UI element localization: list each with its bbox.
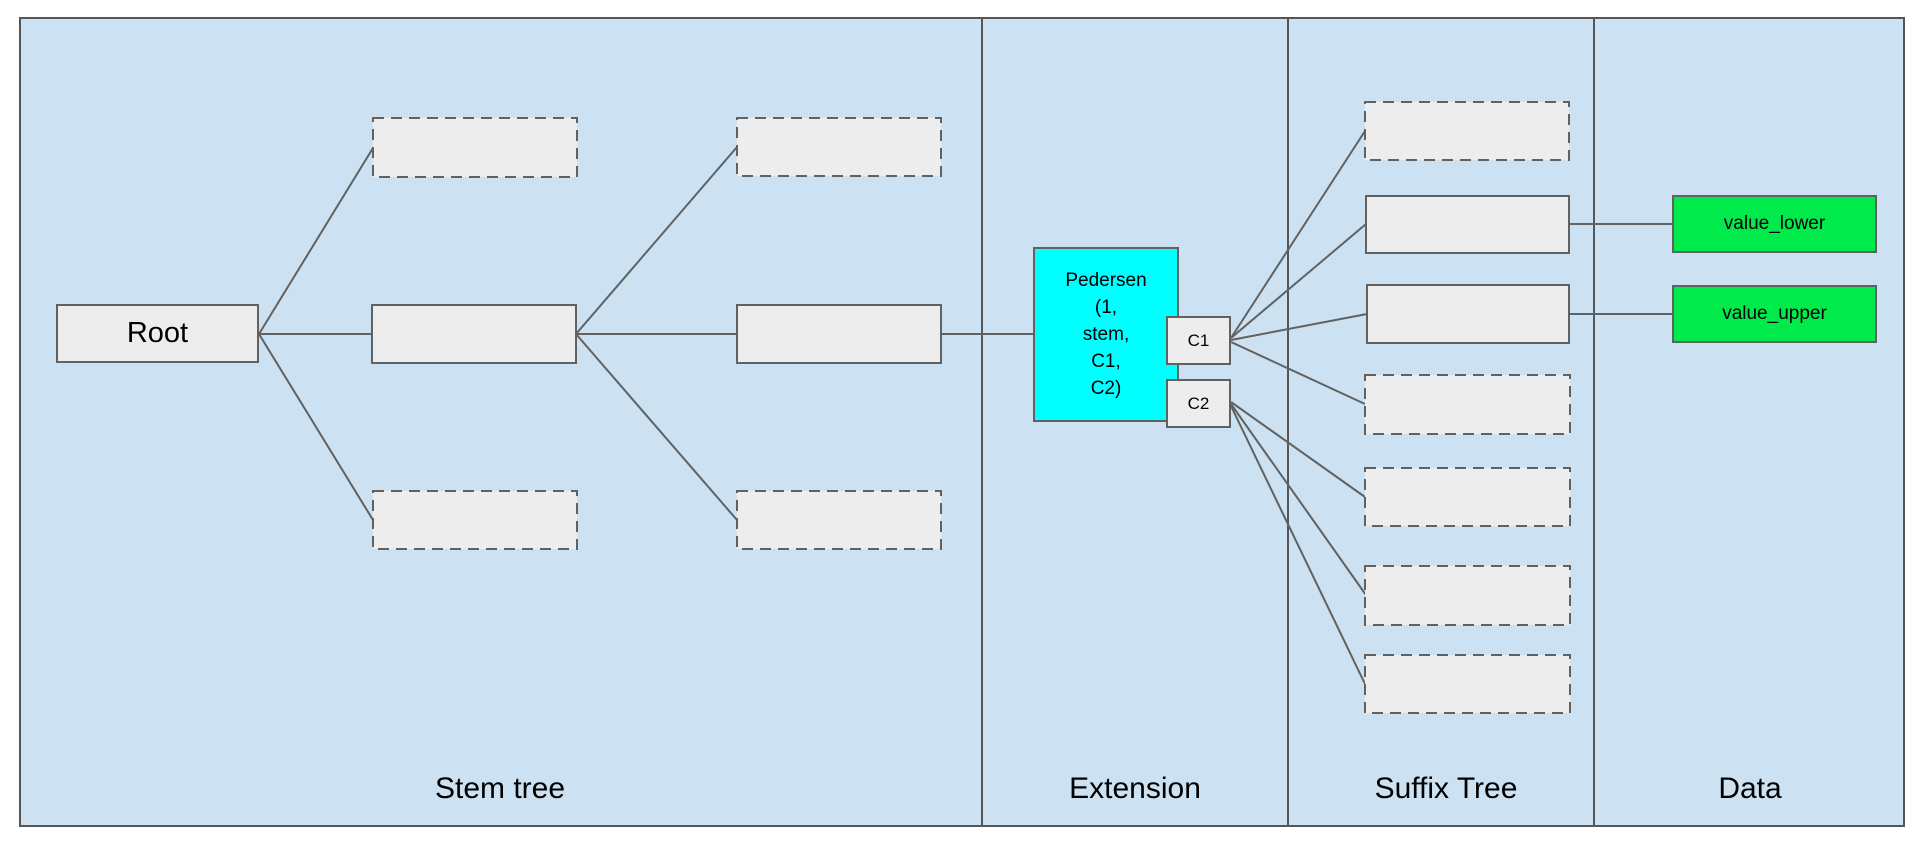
value-upper-node: value_upper	[1672, 285, 1877, 343]
commitment-c1-node: C1	[1166, 316, 1231, 365]
section-label-data: Data	[1718, 772, 1782, 805]
section-label-stem-tree: Stem tree	[434, 772, 566, 805]
pedersen-line-3: stem,	[1082, 324, 1130, 345]
pedersen-extension-node: Pedersen (1, stem, C1, C2)	[1033, 247, 1179, 422]
value-lower-node: value_lower	[1672, 195, 1877, 253]
diagram-frame	[19, 17, 1905, 827]
pedersen-line-2: (1,	[1094, 297, 1118, 318]
section-label-extension: Extension	[1069, 772, 1201, 805]
section-label-suffix-tree: Suffix Tree	[1374, 772, 1518, 805]
commitment-c2-node: C2	[1166, 379, 1231, 428]
pedersen-line-1: Pedersen	[1065, 270, 1147, 291]
pedersen-line-4: C1,	[1091, 351, 1121, 372]
root-node: Root	[56, 304, 259, 363]
pedersen-line-5: C2)	[1090, 378, 1122, 399]
